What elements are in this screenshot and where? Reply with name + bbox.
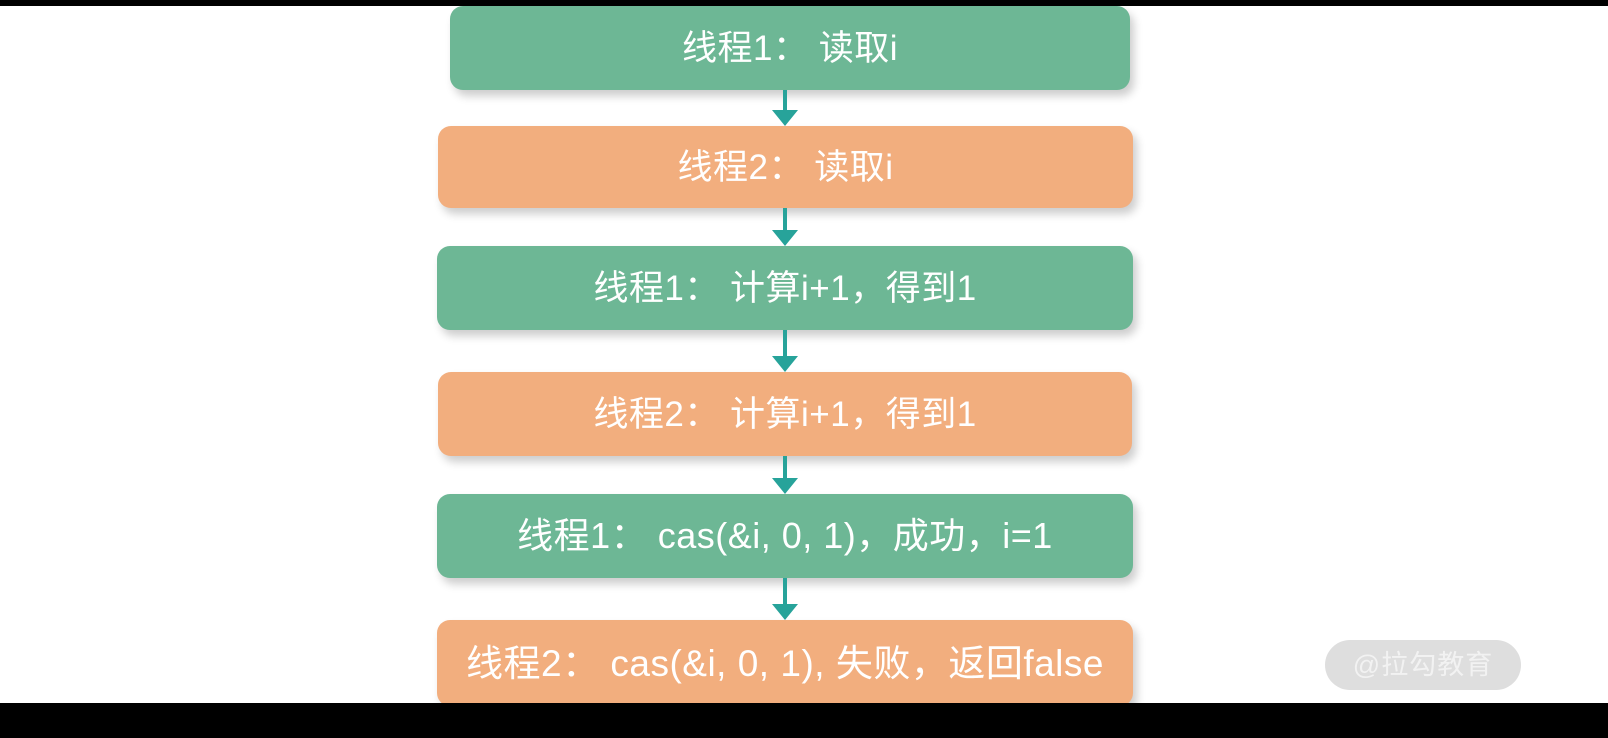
flow-step-label-1: 线程1： 读取i bbox=[682, 28, 898, 68]
flow-step-label-4: 线程2： 计算i+1，得到1 bbox=[593, 394, 977, 434]
watermark-text: @拉勾教育 bbox=[1352, 649, 1494, 680]
flow-step-box-4[interactable]: 线程2： 计算i+1，得到1 bbox=[438, 372, 1132, 456]
letterbox-bar-top bbox=[0, 0, 1608, 6]
flow-step-box-3[interactable]: 线程1： 计算i+1，得到1 bbox=[437, 246, 1133, 330]
flow-step-box-6[interactable]: 线程2： cas(&i, 0, 1), 失败，返回false bbox=[437, 620, 1133, 703]
flow-step-label-3: 线程1： 计算i+1，得到1 bbox=[593, 268, 977, 308]
arrow-stem bbox=[783, 90, 787, 111]
arrow-down-icon-4 bbox=[772, 456, 798, 494]
arrow-stem bbox=[783, 456, 787, 479]
arrow-head bbox=[772, 230, 798, 246]
arrow-head bbox=[772, 110, 798, 126]
arrow-down-icon-3 bbox=[772, 330, 798, 372]
arrow-stem bbox=[783, 578, 787, 605]
slide-canvas: 线程1： 读取i 线程2： 读取i 线程1： 计算i+1，得到1 线程2： 计算… bbox=[0, 6, 1608, 703]
flow-step-box-5[interactable]: 线程1： cas(&i, 0, 1)，成功，i=1 bbox=[437, 494, 1133, 578]
flow-step-box-2[interactable]: 线程2： 读取i bbox=[438, 126, 1133, 208]
watermark-badge: @拉勾教育 bbox=[1325, 640, 1521, 690]
arrow-down-icon-1 bbox=[772, 90, 798, 126]
arrow-head bbox=[772, 356, 798, 372]
flow-step-label-6: 线程2： cas(&i, 0, 1), 失败，返回false bbox=[466, 642, 1104, 684]
flow-step-box-1[interactable]: 线程1： 读取i bbox=[450, 6, 1130, 90]
arrow-head bbox=[772, 478, 798, 494]
flow-step-label-5: 线程1： cas(&i, 0, 1)，成功，i=1 bbox=[517, 515, 1053, 556]
arrow-down-icon-2 bbox=[772, 208, 798, 246]
arrow-down-icon-5 bbox=[772, 578, 798, 620]
arrow-stem bbox=[783, 330, 787, 357]
arrow-stem bbox=[783, 208, 787, 231]
arrow-head bbox=[772, 604, 798, 620]
flow-step-label-2: 线程2： 读取i bbox=[677, 147, 894, 187]
letterbox-bar-bottom bbox=[0, 703, 1608, 738]
